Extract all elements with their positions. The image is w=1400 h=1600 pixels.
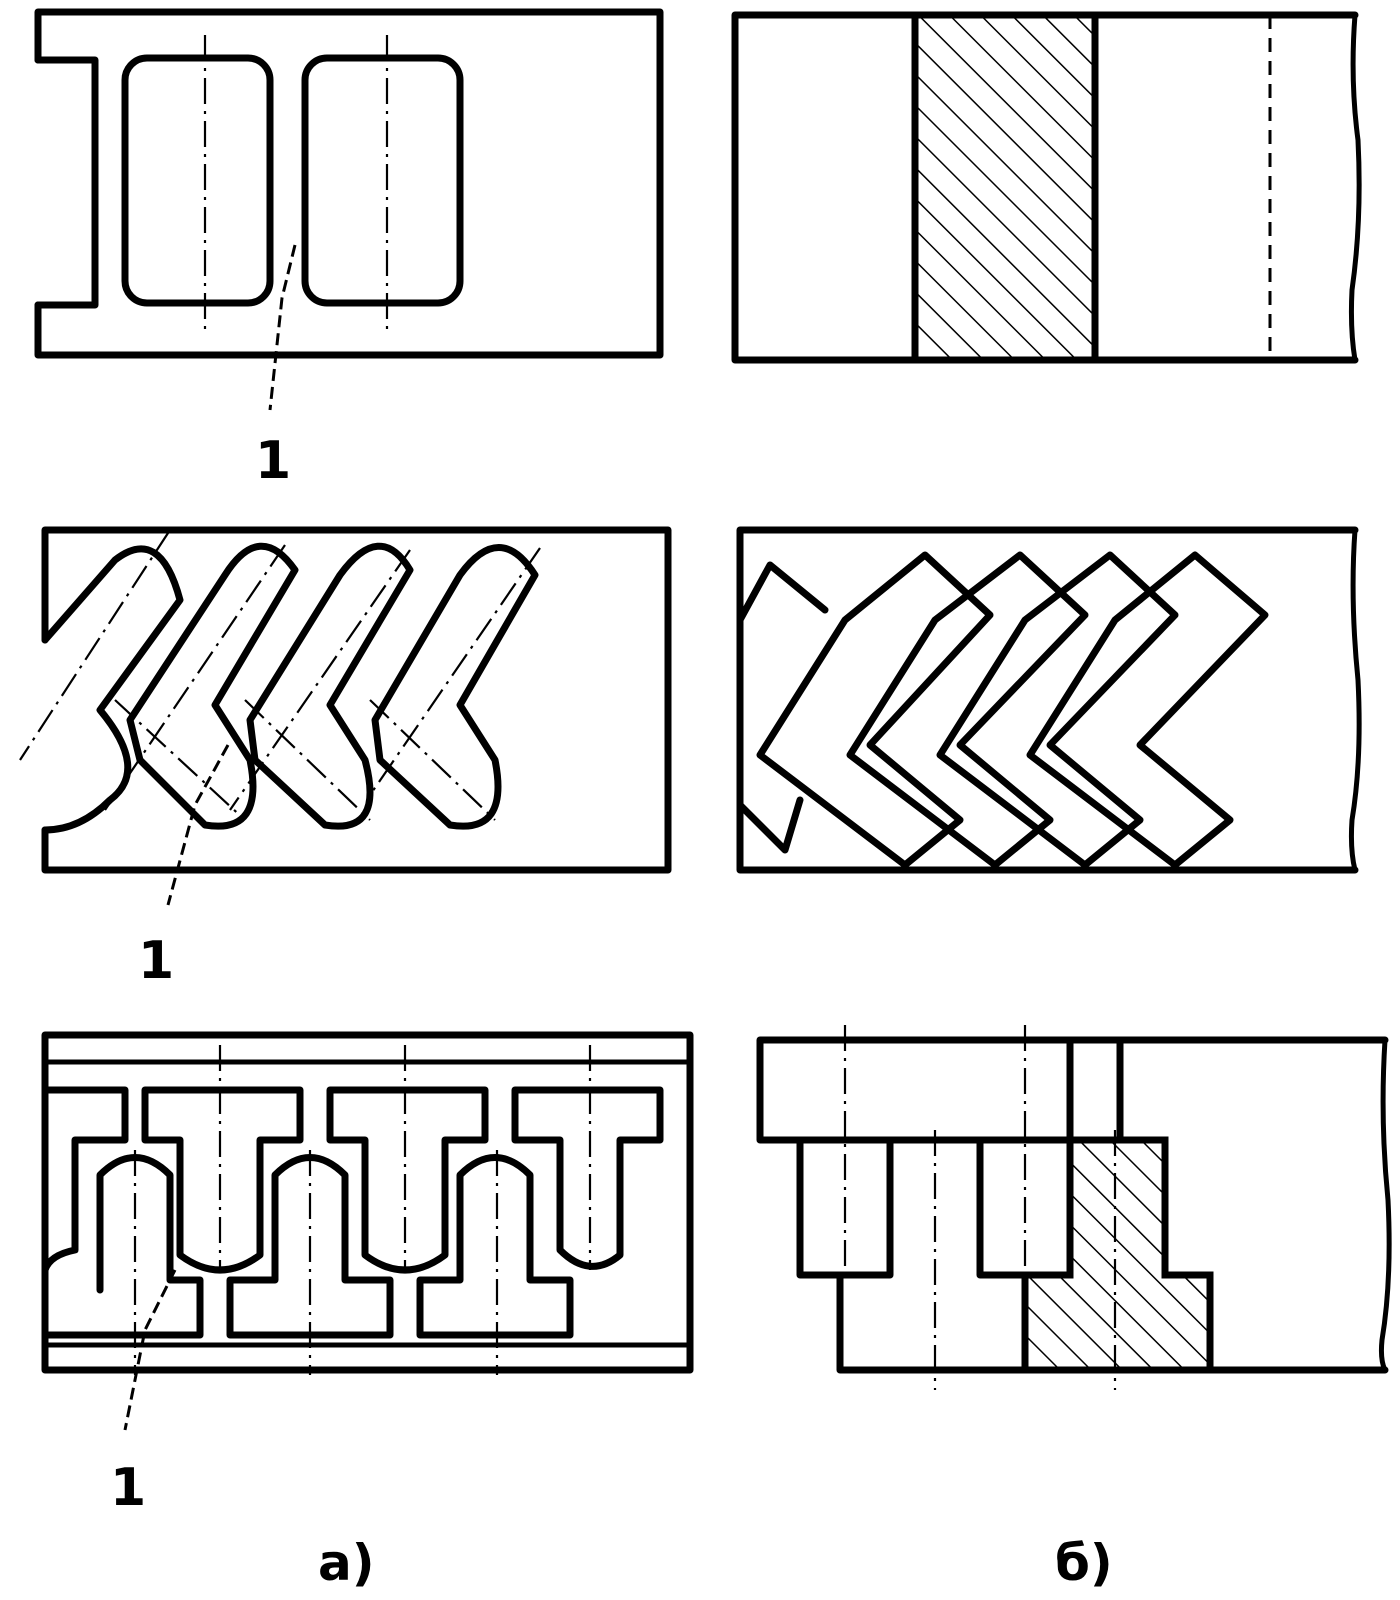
label-1-top: 1 — [255, 431, 291, 491]
label-1-bottom: 1 — [110, 1458, 146, 1518]
panel-b3-t-section — [756, 1025, 1392, 1390]
panel-b1-straight-section — [731, 11, 1362, 364]
panel-b2-chevron-section — [736, 526, 1362, 874]
label-1-middle: 1 — [138, 931, 174, 991]
panel-a1-straight-slots: 1 — [34, 8, 664, 491]
panel-a3-t-slots: 1 — [41, 1031, 694, 1518]
panel-a2-inclined-slots: 1 — [19, 526, 672, 991]
caption-b: б) — [1055, 1534, 1113, 1592]
caption-a: а) — [318, 1534, 375, 1592]
